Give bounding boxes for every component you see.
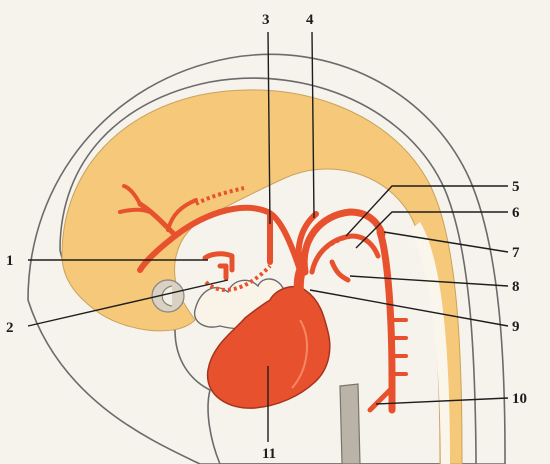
- truncus-arteriosus: [299, 268, 302, 300]
- label-1: 1: [6, 253, 14, 269]
- dorsal-aorta: [380, 232, 392, 410]
- leader-4: [312, 32, 314, 218]
- label-10: 10: [512, 391, 527, 407]
- pulmonary-branch: [332, 262, 348, 280]
- inner-aortic-arch: [312, 236, 378, 272]
- label-3: 3: [262, 12, 270, 28]
- label-6: 6: [512, 205, 520, 221]
- leader-9: [310, 290, 508, 326]
- label-4: 4: [306, 12, 314, 28]
- label-9: 9: [512, 319, 520, 335]
- vitelline-stalk: [340, 384, 360, 464]
- hyoid-arch-artery: [220, 266, 226, 278]
- olfactory-branch-a: [120, 210, 150, 212]
- label-11: 11: [262, 446, 276, 462]
- label-5: 5: [512, 179, 520, 195]
- label-7: 7: [512, 245, 520, 261]
- leader-3: [268, 32, 270, 224]
- label-8: 8: [512, 279, 520, 295]
- label-2: 2: [6, 320, 14, 336]
